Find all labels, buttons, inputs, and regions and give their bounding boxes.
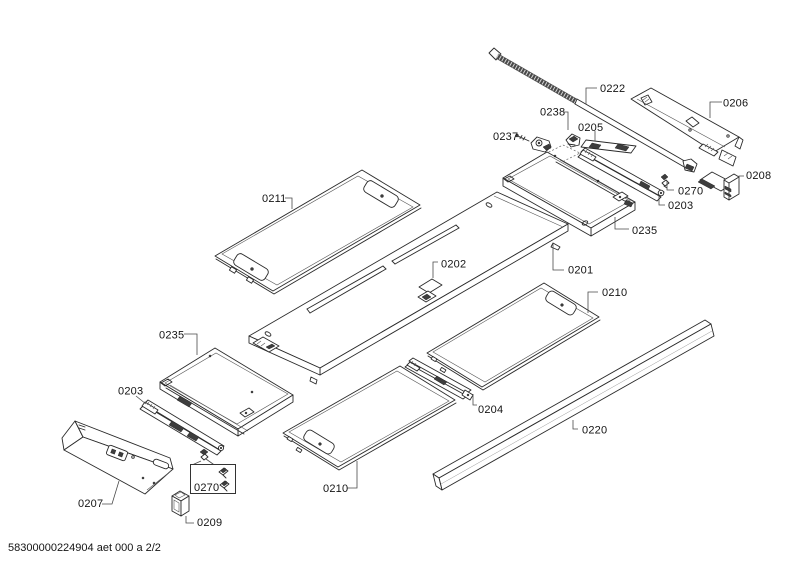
part-0211-filter-panel bbox=[214, 169, 422, 295]
part-label-0209: 0209 bbox=[197, 517, 222, 529]
part-0204-slide-rail-center bbox=[404, 357, 474, 401]
part-0208-hinge-bracket bbox=[697, 171, 740, 201]
part-label-0238: 0238 bbox=[540, 107, 565, 119]
part-label-0203-top: 0203 bbox=[668, 200, 693, 212]
part-label-0202: 0202 bbox=[441, 259, 466, 271]
leader-lines bbox=[102, 87, 744, 524]
part-label-0222: 0222 bbox=[600, 83, 625, 95]
part-label-0210-bottom: 0210 bbox=[323, 483, 348, 495]
part-label-0237: 0237 bbox=[493, 131, 518, 143]
document-code: 58300000224904 aet 000 a 2/2 bbox=[8, 542, 161, 554]
part-0237-switch bbox=[515, 133, 552, 153]
part-label-0208: 0208 bbox=[746, 170, 771, 182]
part-0207-chimney-panel bbox=[61, 420, 174, 495]
part-labels: 0222 0206 0238 0205 0237 0270 0208 0203 … bbox=[78, 83, 771, 529]
part-label-0235-top: 0235 bbox=[632, 225, 657, 237]
part-0235-tray-left bbox=[159, 347, 294, 437]
part-label-0211: 0211 bbox=[262, 193, 286, 205]
part-0238-clip bbox=[565, 133, 581, 148]
part-label-0235-left: 0235 bbox=[159, 330, 184, 342]
part-label-0210-right: 0210 bbox=[602, 287, 627, 299]
part-0222-telescopic-rod bbox=[488, 47, 698, 173]
callout-box bbox=[190, 464, 236, 494]
part-label-0203-left: 0203 bbox=[118, 386, 143, 398]
part-label-0206: 0206 bbox=[723, 98, 748, 110]
part-label-0270-top: 0270 bbox=[678, 186, 703, 198]
part-label-0201: 0201 bbox=[568, 265, 593, 277]
part-0270-fasteners-top bbox=[660, 173, 670, 189]
part-0209-box bbox=[171, 490, 190, 517]
part-0206-bracket-panel bbox=[630, 87, 744, 167]
part-0210-panel-right bbox=[426, 282, 601, 391]
part-0205-mounting-plate bbox=[580, 139, 637, 154]
part-0203-slide-rail-left bbox=[139, 399, 225, 456]
part-label-0207: 0207 bbox=[78, 498, 103, 510]
part-0203-slide-rail-top bbox=[577, 147, 665, 202]
part-0201-main-body bbox=[248, 191, 569, 385]
part-0210-panel-bottom bbox=[282, 365, 457, 471]
part-0235-tray-top bbox=[502, 151, 636, 237]
part-label-0270-box: 0270 bbox=[194, 482, 219, 494]
part-0270-fastener-callout bbox=[190, 448, 236, 494]
part-0202-plate bbox=[417, 278, 443, 303]
part-label-0220: 0220 bbox=[582, 425, 607, 437]
part-0220-handle-bar bbox=[432, 319, 715, 491]
part-label-0205: 0205 bbox=[578, 122, 603, 134]
part-label-0204: 0204 bbox=[478, 404, 503, 416]
